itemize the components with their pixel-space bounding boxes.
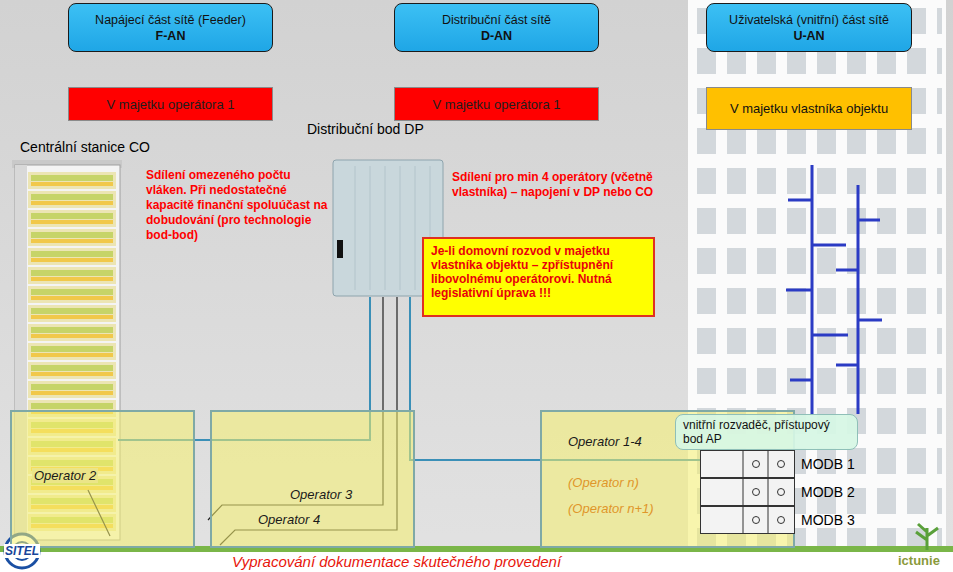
- node-text: Distribuční část sítě: [401, 12, 592, 28]
- network-part-box: Napájecí část sítě (Feeder)F-AN: [68, 3, 273, 52]
- logo-text: SITEL: [4, 544, 40, 558]
- node-text: Napájecí část sítě (Feeder): [75, 12, 266, 28]
- note-text: Sdílení omezeného počtu vláken. Při nedo…: [146, 168, 328, 243]
- ownership-box: V majetku vlastníka objektu: [706, 87, 912, 130]
- node-text: Je-li domovní rozvod v majetku vlastníka…: [431, 244, 646, 300]
- station-label: Centrální stanice CO: [20, 139, 150, 155]
- node-text: V majetku operátora 1: [433, 97, 561, 112]
- node-text: MODB 3: [801, 512, 855, 528]
- node-text: Uživatelská (vnitřní) část sítě: [713, 12, 905, 28]
- node-text: (Operator n): [568, 475, 639, 490]
- node-text: (Operator n+1): [568, 501, 654, 516]
- node-text: V majetku operátora 1: [107, 97, 235, 112]
- station-label: Distribuční bod DP: [307, 121, 424, 137]
- node-text: MODB 1: [801, 456, 855, 472]
- network-part-box: Distribuční část sítěD-AN: [394, 3, 599, 52]
- node-text: Operator 3: [290, 487, 352, 502]
- ictunie-logo: [916, 524, 938, 550]
- ownership-box: V majetku operátora 1: [68, 87, 273, 121]
- network-region: Operator 2: [10, 410, 195, 548]
- ownership-box: V majetku operátora 1: [394, 87, 599, 121]
- node-text: D-AN: [401, 28, 592, 44]
- node-text: Operator 4: [258, 512, 320, 527]
- node-text: Operator 1-4: [568, 434, 642, 449]
- node-text: MODB 2: [801, 484, 855, 500]
- network-region: Operator 3 Operator 4: [210, 410, 415, 548]
- note-text: Sdílení pro min 4 operátory (včetně vlas…: [452, 170, 667, 200]
- node-text: F-AN: [75, 28, 266, 44]
- node-text: V majetku vlastníka objektu: [730, 101, 888, 116]
- network-part-box: Uživatelská (vnitřní) část sítěU-AN: [706, 3, 912, 52]
- footer-bar: [0, 546, 953, 572]
- callout-box: Je-li domovní rozvod v majetku vlastníka…: [422, 237, 655, 317]
- node-text: vnitřní rozvaděč, přístupový bod AP: [683, 418, 850, 446]
- footer-text: Vypracování dokumentace skutečného prove…: [232, 553, 561, 570]
- modb-row: MODB 2: [700, 478, 795, 506]
- building: [688, 0, 946, 548]
- node-text: Operator 2: [32, 468, 98, 483]
- logo-text: ictunie: [898, 553, 940, 568]
- modb-row: MODB 3: [700, 506, 795, 534]
- access-point-box: vnitřní rozvaděč, přístupový bod AP: [675, 414, 858, 450]
- node-text: U-AN: [713, 28, 905, 44]
- modb-row: MODB 1: [700, 450, 795, 478]
